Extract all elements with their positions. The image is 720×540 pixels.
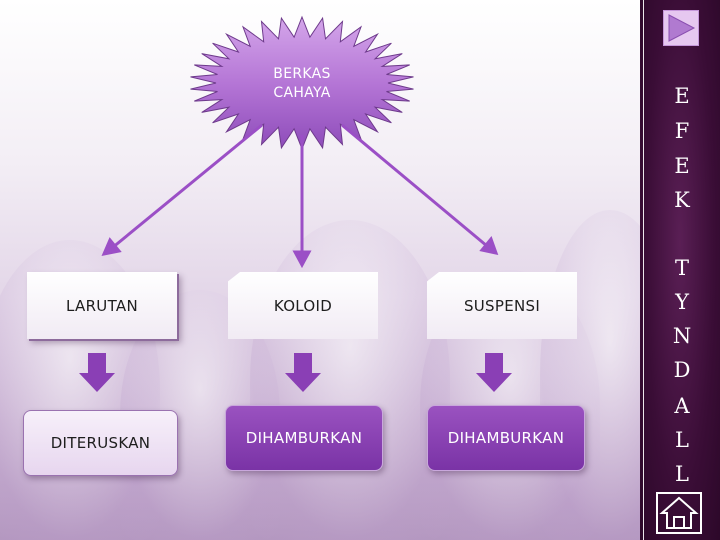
diagram-canvas: BERKAS CAHAYA LARUTAN KOLOID SUSPENSI DI… [0,0,640,540]
result-label: DIHAMBURKAN [245,429,363,447]
mixture-box-suspensi: SUSPENSI [427,272,577,339]
next-slide-button[interactable] [663,10,699,46]
beam-arrow-koloid [292,135,312,269]
light-beam-label: BERKAS CAHAYA [255,58,349,110]
play-triangle-icon [663,10,699,46]
beam-arrow-larutan [101,123,263,257]
sidebar-letter: A [674,394,690,418]
sidebar-letter: T [674,256,689,280]
down-arrow-icon [476,353,512,392]
mixture-label: SUSPENSI [463,296,541,315]
sidebar-letter: F [674,119,690,143]
sidebar-letter: E [674,154,690,178]
frosted-tree [540,210,640,540]
sidebar-divider [643,0,644,540]
down-arrow-icon [285,353,321,392]
sidebar-letter: L [675,428,689,452]
result-box-koloid: DIHAMBURKAN [225,405,383,471]
home-icon [656,492,702,534]
mixture-label: KOLOID [273,296,333,315]
sidebar-letter: N [672,324,692,348]
beam-arrow-suspensi [341,123,499,256]
sidebar-letter: E [674,84,690,108]
light-beam-label-line: CAHAYA [273,85,331,101]
light-beam-label-line: BERKAS [273,66,331,82]
mixture-box-larutan: LARUTAN [27,272,177,339]
result-label: DIHAMBURKAN [447,429,565,447]
down-arrow-icon [79,353,115,392]
sidebar-letter: L [675,462,689,486]
home-button[interactable] [656,492,702,534]
result-box-suspensi: DIHAMBURKAN [427,405,585,471]
sidebar [640,0,720,540]
result-box-larutan: DITERUSKAN [23,410,178,476]
connector-layer [79,15,512,392]
sidebar-letter: K [674,188,690,212]
result-label: DITERUSKAN [50,434,151,452]
sidebar-letter: Y [675,290,689,314]
mixture-box-koloid: KOLOID [228,272,378,339]
mixture-label: LARUTAN [66,296,138,315]
sidebar-letter: D [673,358,691,382]
